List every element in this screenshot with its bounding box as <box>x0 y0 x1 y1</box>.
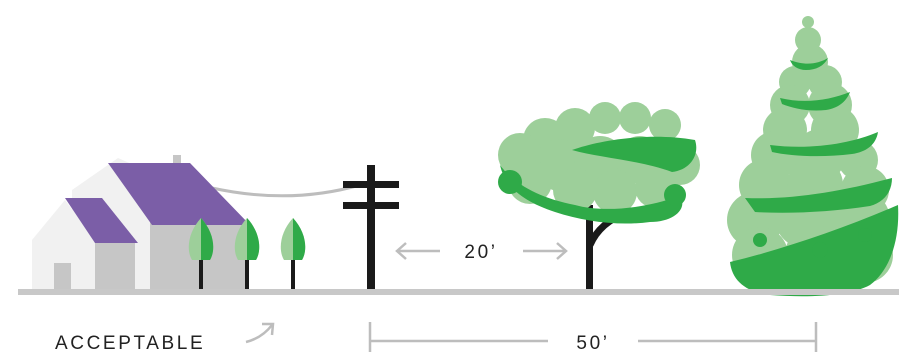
house-door <box>54 263 71 290</box>
distance-20-label: 20’ <box>464 242 497 263</box>
medium-tree <box>498 102 700 290</box>
acceptable-label: ACCEPTABLE <box>55 333 205 354</box>
ground-line <box>18 289 899 295</box>
distance-50-label: 50’ <box>576 333 609 354</box>
power-line <box>212 185 360 196</box>
small-tree-3 <box>281 218 305 290</box>
tall-tree <box>727 16 898 296</box>
arrow-up-right-icon <box>246 324 273 342</box>
house <box>32 155 250 290</box>
distance-50ft: 50’ <box>370 322 816 354</box>
distance-20ft: 20’ <box>397 242 566 263</box>
house-wing-side <box>95 243 135 290</box>
utility-pole <box>343 165 399 290</box>
